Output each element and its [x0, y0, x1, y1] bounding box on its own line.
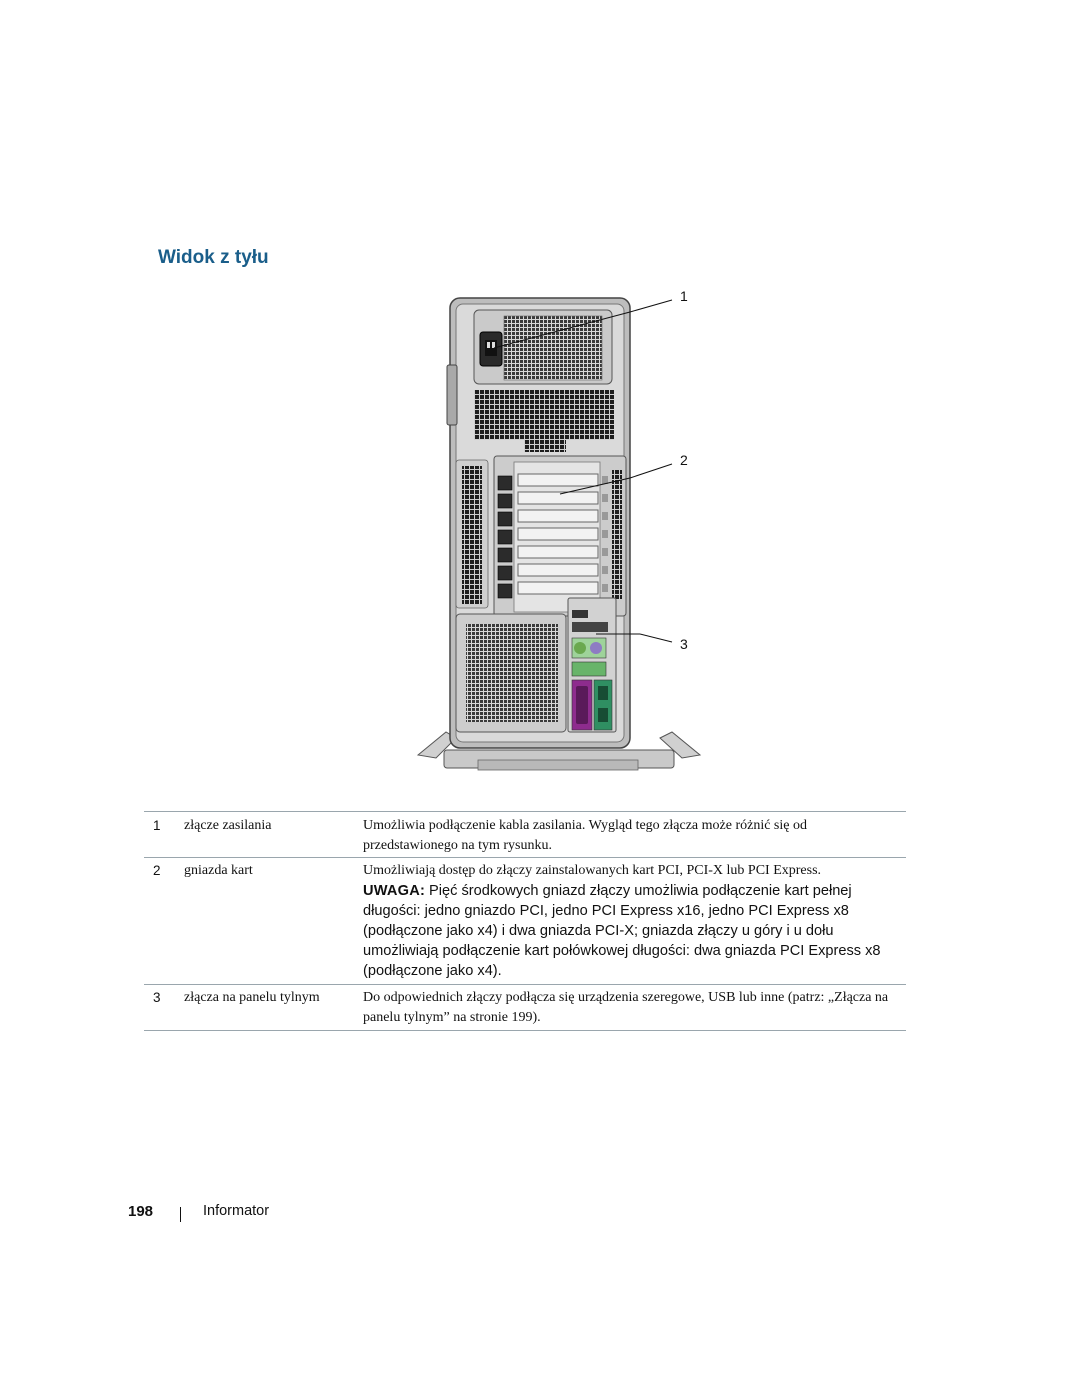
callout-2: 2	[680, 452, 688, 468]
callout-1: 1	[680, 288, 688, 304]
section-title: Widok z tyłu	[158, 247, 269, 268]
row-name: złącze zasilania	[184, 818, 272, 833]
table-rule	[144, 984, 906, 985]
table-rule-bottom	[144, 1030, 906, 1031]
row-number: 3	[153, 990, 161, 1005]
note-block: UWAGA: Pięć środkowych gniazd złączy umo…	[363, 881, 903, 981]
computer-rear-illustration	[416, 297, 702, 771]
row-number: 1	[153, 818, 161, 833]
table-rule	[144, 857, 906, 858]
page-number: 198	[128, 1203, 154, 1220]
row-description: Do odpowiednich złączy podłącza się urzą…	[363, 990, 889, 1025]
row-number: 2	[153, 863, 161, 878]
row-name: gniazda kart	[184, 863, 253, 878]
row-description: Umożliwia podłączenie kabla zasilania. W…	[363, 818, 807, 853]
row-description: Umożliwiają dostęp do złączy zainstalowa…	[363, 863, 822, 878]
note-text: Pięć środkowych gniazd złączy umożliwia …	[363, 883, 881, 979]
footer-label: Informator	[203, 1203, 270, 1219]
footer-separator	[180, 1207, 181, 1222]
computer-rear-view-figure: 1 2 3	[400, 280, 720, 780]
callout-3: 3	[680, 636, 688, 652]
note-label: UWAGA:	[363, 883, 425, 899]
table-rule-top	[144, 811, 906, 812]
row-name: złącza na panelu tylnym	[184, 990, 320, 1005]
